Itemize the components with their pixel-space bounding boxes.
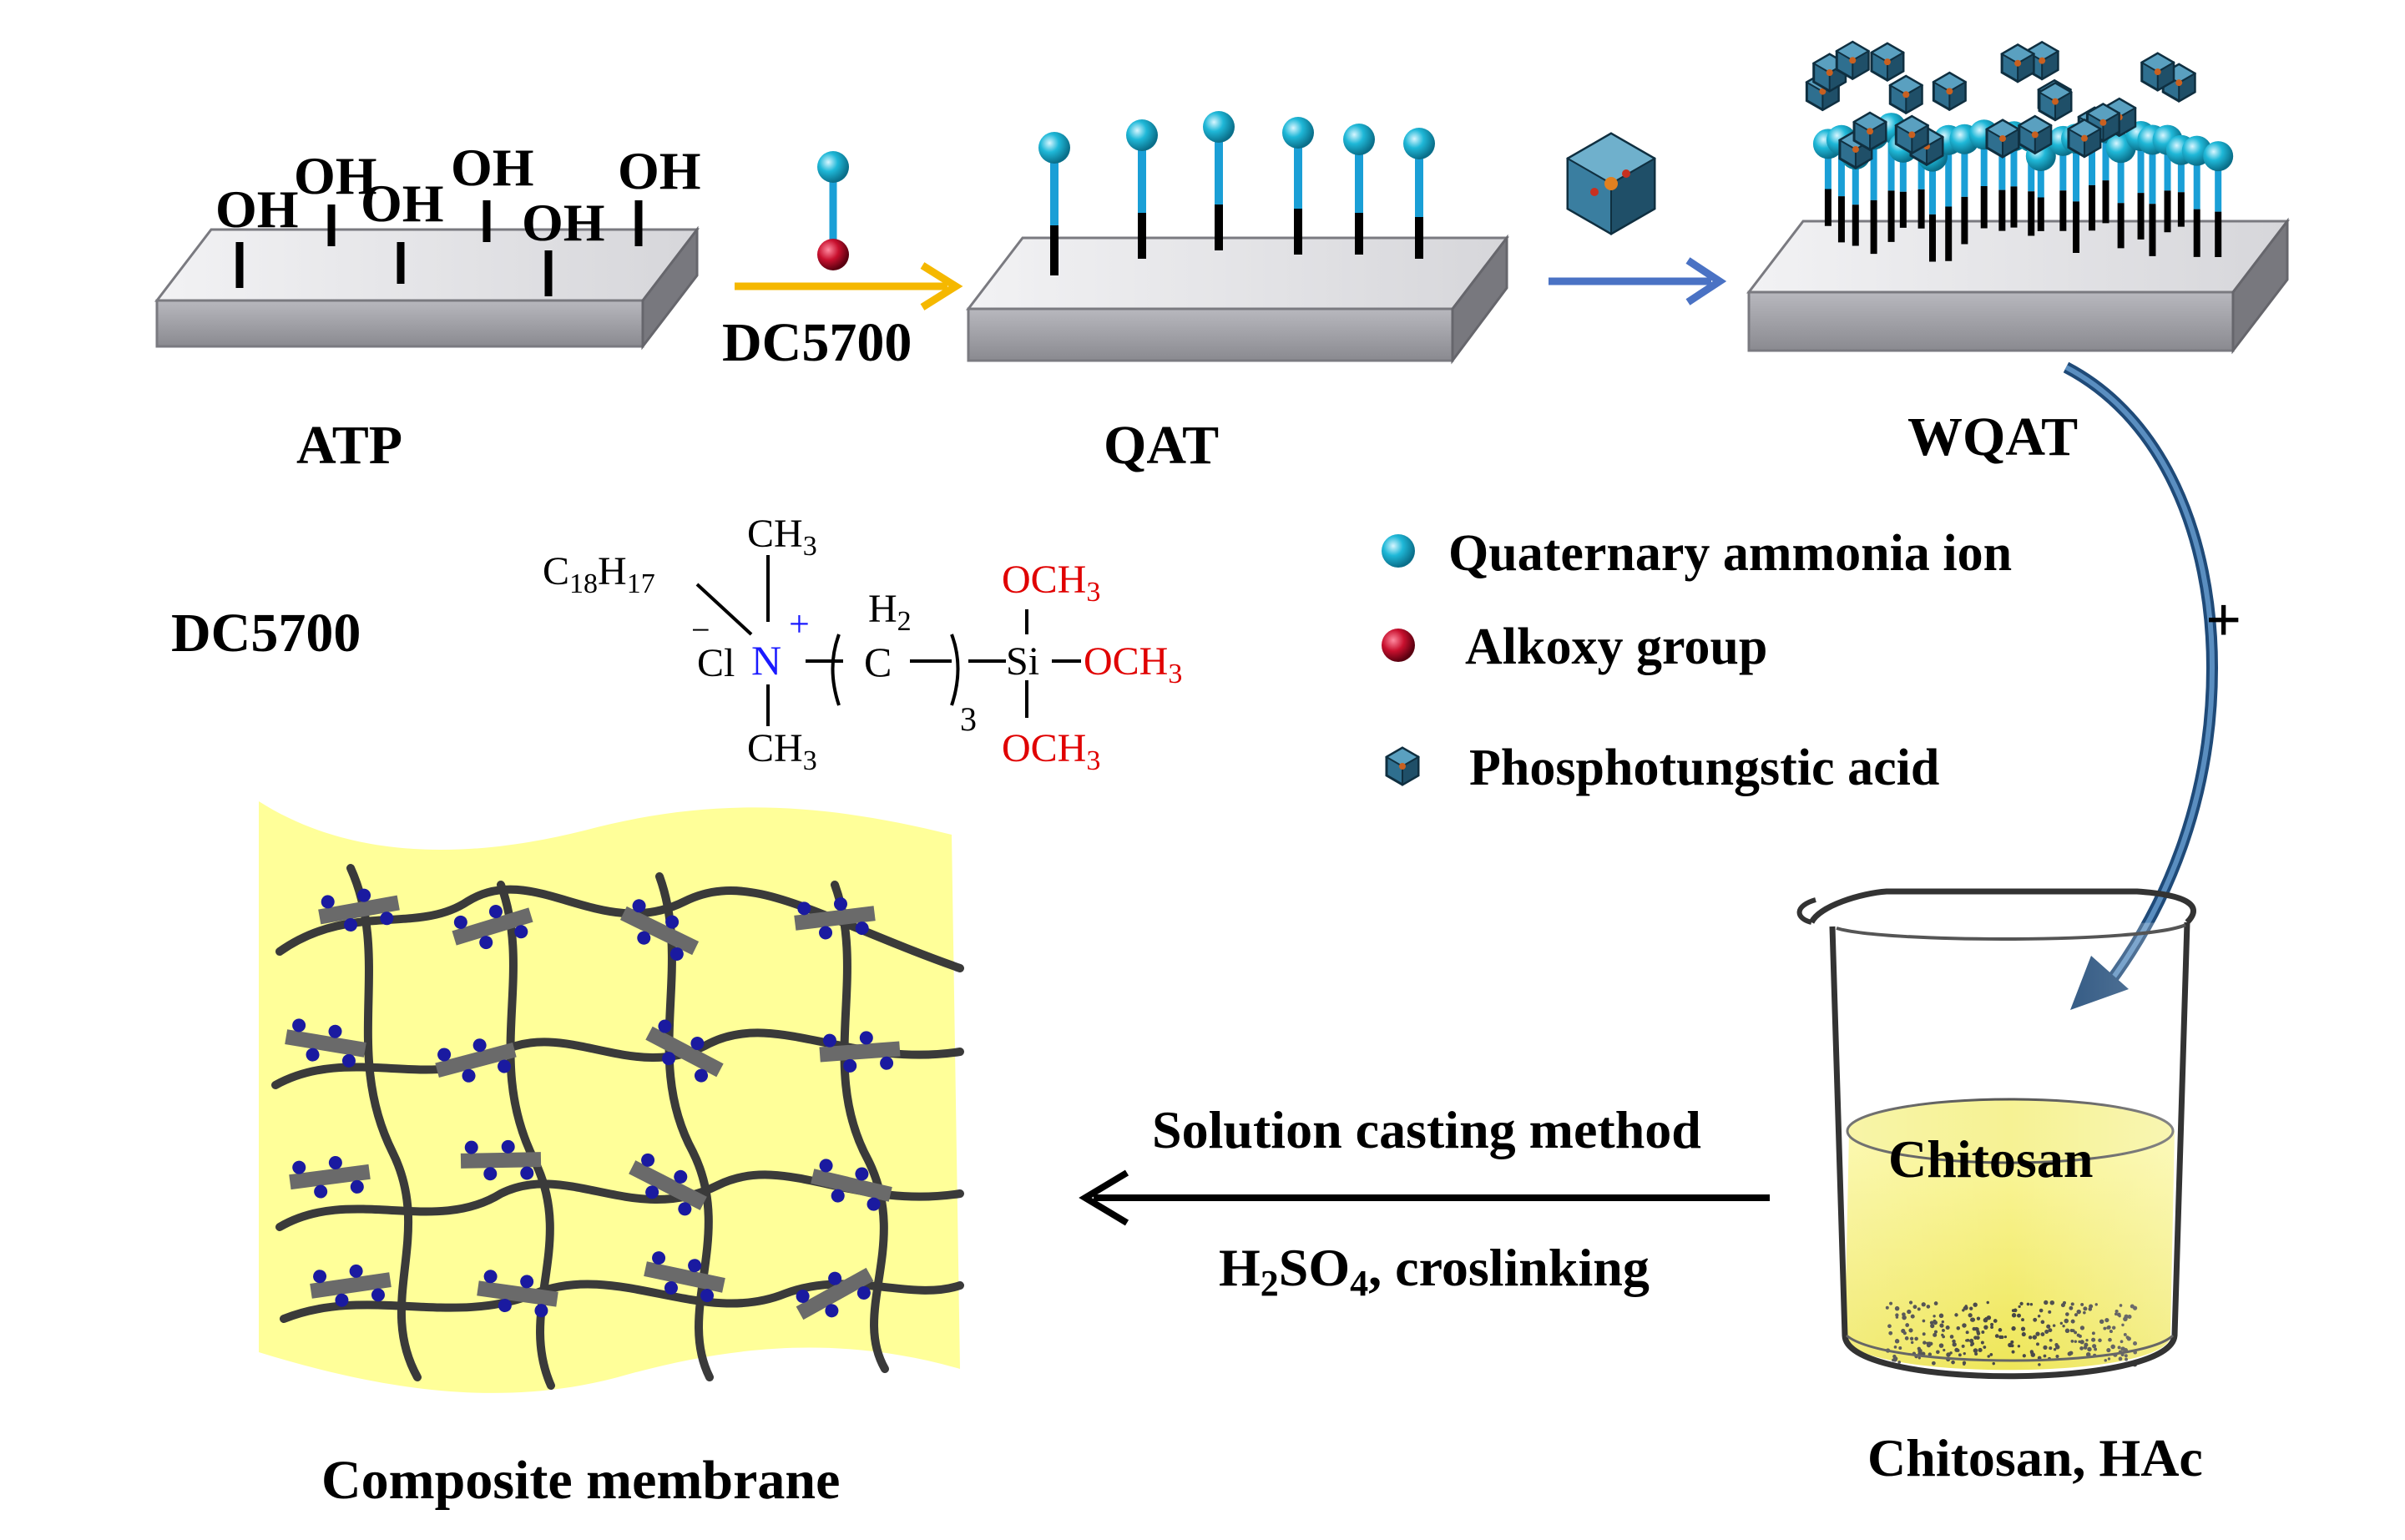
atp-slab [154, 225, 700, 351]
casting-method-label: Solution casting method [1152, 1100, 1701, 1159]
phosphotungstic-acid-icon [1932, 71, 1967, 111]
phosphotungstic-acid-icon [2067, 119, 2102, 159]
chitosan-hac-label: Chitosan, HAc [1867, 1428, 2203, 1487]
dc5700-arrow-label: DC5700 [722, 312, 912, 373]
phosphotungstic-acid-icon [1894, 114, 1929, 154]
hydroxyl-label: OH [361, 174, 444, 233]
hydroxyl-label: OH [618, 141, 701, 200]
legend-item-quaternary: Quaternary ammonia ion [1448, 525, 2012, 582]
qat-quaternary-chains [1038, 111, 1435, 275]
orange-reaction-arrow [735, 262, 963, 311]
phosphotungstic-acid-icon [2140, 52, 2175, 92]
hydroxyl-label: OH [522, 193, 605, 252]
c18h17-group: C18H17 [543, 549, 655, 599]
plus-sign: + [2205, 585, 2241, 655]
wqat-slab [1746, 217, 2291, 355]
phosphotungstic-acid-icon [1870, 42, 1905, 82]
methylene-h2: H2 [868, 587, 912, 637]
phosphotungstic-acid-icon [1985, 119, 2020, 159]
methyl-top: CH3 [747, 512, 817, 562]
phosphotungstic-acid-icon [1835, 40, 1870, 80]
phosphotungstic-acid-icon [2018, 114, 2053, 154]
hydroxyl-label: OH [294, 146, 377, 205]
phosphotungstic-acid-icon [1852, 111, 1887, 151]
cyan-sphere-icon [1382, 534, 1415, 568]
beaker [1796, 888, 2196, 1380]
legend-item-alkoxy: Alkoxy group [1465, 619, 1767, 675]
legend-item-phosphotungstic: Phosphotungstic acid [1469, 740, 1939, 796]
dc5700-reagent-icon [817, 151, 849, 270]
repeat-count: 3 [960, 700, 977, 738]
legend: Quaternary ammonia ion Alkoxy group Phos… [1382, 525, 2012, 796]
dc5700-structure-label: DC5700 [171, 603, 361, 664]
qat-slab [965, 234, 1510, 365]
hydroxyl-label: OH [451, 138, 534, 197]
wqat-grafted-chains [1805, 40, 2234, 262]
wqat-label: WQAT [1907, 406, 2078, 467]
composite-membrane-label: Composite membrane [321, 1450, 840, 1511]
phosphotungstic-acid-icon [2038, 82, 2073, 122]
methoxy-bottom: OCH3 [1002, 726, 1100, 776]
composite-membrane [259, 801, 964, 1393]
methylene-c: C [864, 639, 892, 685]
methoxy-right: OCH3 [1084, 639, 1182, 689]
casting-arrow [1079, 1169, 1770, 1226]
chloride: Cl [697, 641, 735, 685]
qat-label: QAT [1104, 415, 1219, 476]
blue-reaction-arrow [1549, 257, 1727, 305]
methoxy-top: OCH3 [1002, 558, 1100, 608]
nitrogen-plus: + [789, 603, 810, 644]
atp-hydroxyl-groups: OH OH OH OH OH OH [215, 138, 701, 296]
phosphotungstic-acid-cluster-icon [1565, 132, 1657, 235]
crosslinking-label: H2SO4, croslinking [1219, 1238, 1650, 1304]
red-sphere-icon [1382, 629, 1415, 662]
phosphotungstic-acid-icon [1385, 746, 1420, 786]
chloride-minus: − [691, 611, 710, 649]
nitrogen-atom: N [751, 637, 781, 684]
chitosan-label: Chitosan [1888, 1129, 2093, 1189]
phosphotungstic-acid-icon [2000, 43, 2035, 83]
atp-label: ATP [296, 415, 402, 476]
methyl-bottom: CH3 [747, 726, 817, 776]
phosphotungstic-acid-icon [1888, 74, 1923, 114]
hydroxyl-label: OH [215, 179, 299, 239]
dc5700-chemical-structure: C18H17 CH3 − Cl N + CH3 H2 C 3 Si OCH3 O… [543, 512, 1182, 776]
silicon-atom: Si [1006, 639, 1039, 684]
